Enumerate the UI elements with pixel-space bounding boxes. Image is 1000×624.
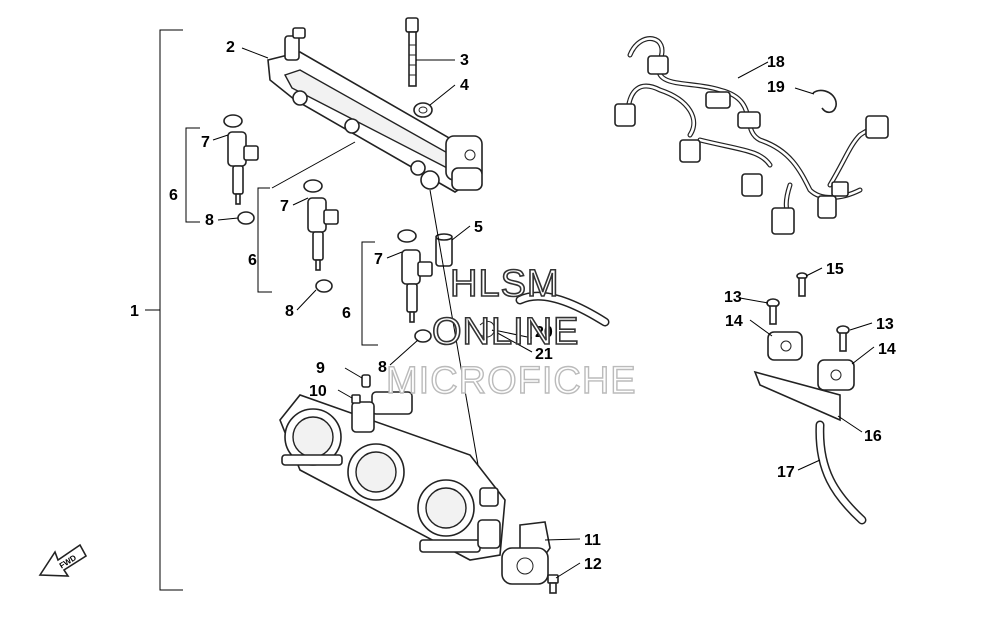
throttle-body xyxy=(279,374,506,561)
watermark-line-3: MICROFICHE xyxy=(386,360,637,402)
watermark: HLSM ONLINE MICROFICHE xyxy=(385,262,637,403)
callout-6-b: 6 xyxy=(248,252,257,269)
callout-6-a: 6 xyxy=(169,187,178,204)
callout-labels: 1 2 3 4 5 6 6 6 7 7 7 8 8 8 9 10 11 12 1… xyxy=(130,39,896,573)
drain-tube xyxy=(815,420,867,525)
callout-2: 2 xyxy=(226,39,235,56)
spacer-collar xyxy=(435,233,453,267)
callout-12: 12 xyxy=(584,556,602,573)
wiring-harness xyxy=(614,36,889,235)
callout-14-b: 14 xyxy=(878,341,896,358)
fuel-rail xyxy=(267,27,483,193)
callout-5: 5 xyxy=(474,219,483,236)
callout-15: 15 xyxy=(826,261,844,278)
callout-16: 16 xyxy=(864,428,882,445)
callout-3: 3 xyxy=(460,52,469,69)
callout-21: 21 xyxy=(535,346,553,363)
assembly-bracket xyxy=(145,29,183,591)
callout-8-b: 8 xyxy=(285,303,294,320)
callout-9: 9 xyxy=(316,360,325,377)
callout-7-b: 7 xyxy=(280,198,289,215)
callout-19: 19 xyxy=(767,79,785,96)
watermark-line-2: ONLINE xyxy=(432,311,579,353)
forward-arrow-icon: FWD xyxy=(38,543,88,577)
callout-11: 11 xyxy=(584,532,601,549)
harness-clip xyxy=(812,89,837,114)
callout-6-c: 6 xyxy=(342,305,351,322)
vacuum-hose xyxy=(477,291,610,339)
callout-20: 20 xyxy=(535,324,553,341)
bracket-bolt-a xyxy=(766,298,780,325)
callout-7-c: 7 xyxy=(374,251,383,268)
throttle-position-sensor xyxy=(501,521,551,585)
fuel-injector-c xyxy=(361,229,433,346)
fuel-injector-b xyxy=(257,141,356,293)
callout-13-a: 13 xyxy=(724,289,742,306)
callout-8-c: 8 xyxy=(378,359,387,376)
callout-18: 18 xyxy=(767,54,785,71)
callout-4: 4 xyxy=(460,77,469,94)
callout-1: 1 xyxy=(130,303,139,320)
mounting-bolt xyxy=(405,17,419,87)
callout-10: 10 xyxy=(309,383,327,400)
leader-lines xyxy=(212,47,875,579)
fuel-injector-a xyxy=(185,114,259,225)
sensor-bracket xyxy=(753,331,855,422)
watermark-line-1: HLSM xyxy=(450,263,560,305)
callout-8-a: 8 xyxy=(205,212,214,229)
callout-14-a: 14 xyxy=(725,313,743,330)
callout-17: 17 xyxy=(777,464,795,481)
washer xyxy=(413,102,433,118)
callout-13-b: 13 xyxy=(876,316,894,333)
callout-7-a: 7 xyxy=(201,134,210,151)
sensor-screw xyxy=(547,574,559,594)
bracket-screw xyxy=(796,272,808,297)
bracket-bolt-b xyxy=(836,325,850,352)
